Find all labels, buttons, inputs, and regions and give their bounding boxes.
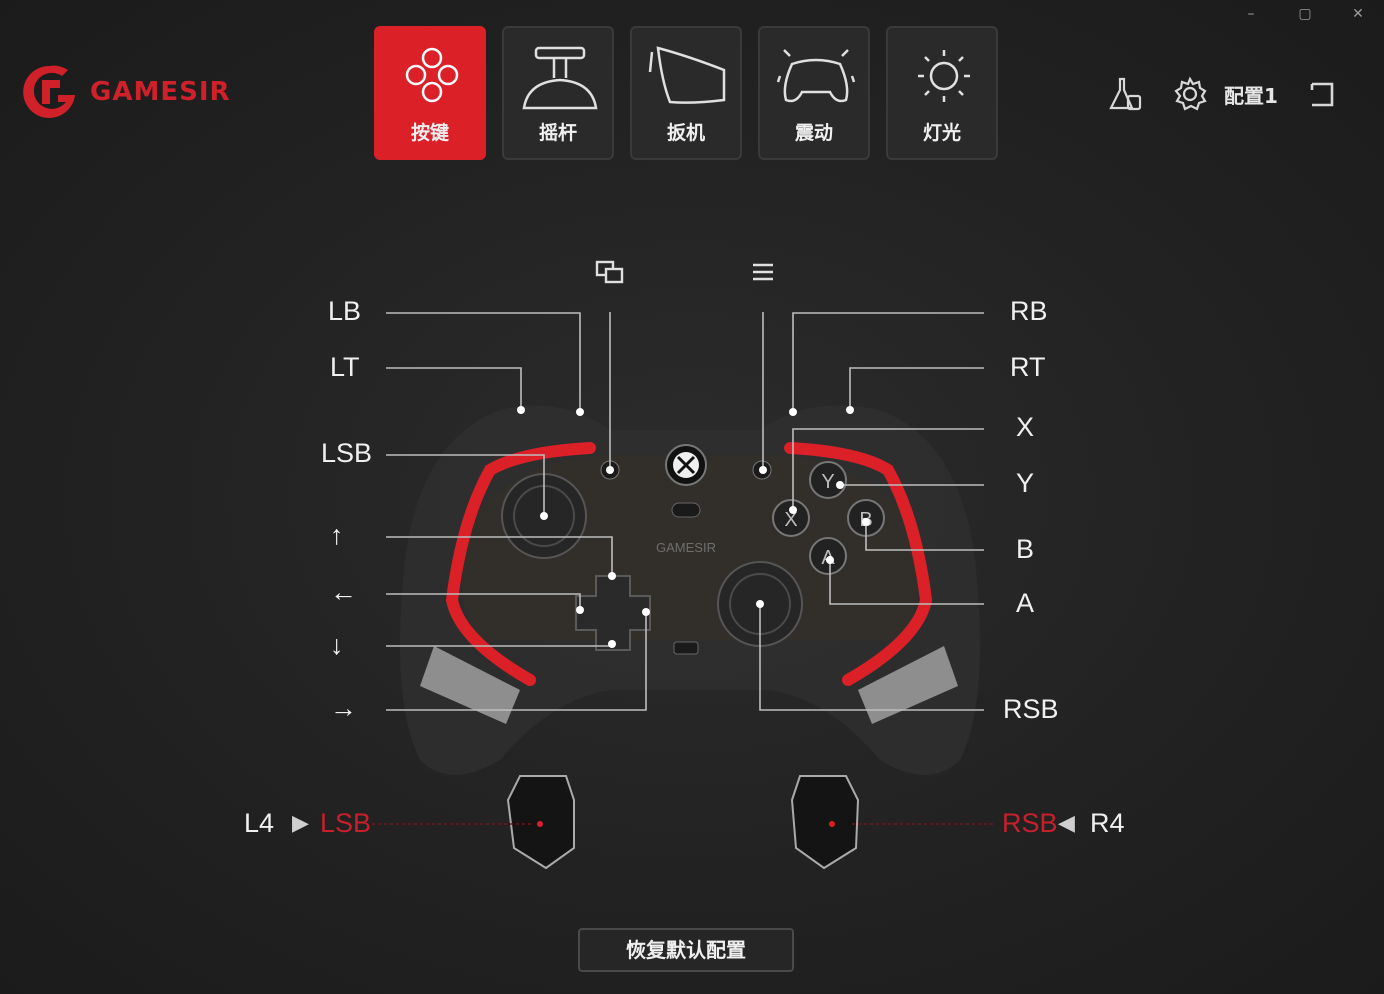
light-icon xyxy=(918,50,970,102)
tab-joystick[interactable]: 摇杆 xyxy=(502,26,614,160)
tab-buttons[interactable]: 按键 xyxy=(374,26,486,160)
anchor-dots xyxy=(517,406,870,648)
tab-label: 按键 xyxy=(410,122,449,144)
label-y: Y xyxy=(1016,468,1035,498)
tab-trigger[interactable]: 扳机 xyxy=(630,26,742,160)
label-b: B xyxy=(1016,534,1035,564)
label-lsb: LSB xyxy=(321,438,373,468)
button-x[interactable] xyxy=(772,499,810,537)
label-dpad-right: → xyxy=(330,693,357,723)
right-grip-pad xyxy=(858,646,958,724)
trigger-icon xyxy=(648,46,726,104)
brand-name: GAMESIR xyxy=(90,77,231,107)
return-icon[interactable] xyxy=(1308,80,1338,114)
reset-default-button[interactable]: 恢复默认配置 xyxy=(578,928,794,972)
view-icon xyxy=(594,259,626,289)
tab-light[interactable]: 灯光 xyxy=(886,26,998,160)
tab-label: 震动 xyxy=(794,122,833,144)
label-dpad-left: ← xyxy=(330,577,357,607)
label-a: A xyxy=(1016,588,1035,618)
vibration-icon xyxy=(776,49,856,103)
gamesir-logo-icon xyxy=(23,65,76,118)
label-l4: L4 xyxy=(244,808,275,838)
label-r4: R4 xyxy=(1090,808,1125,838)
r4-paddle[interactable] xyxy=(790,775,860,870)
joystick-icon xyxy=(522,46,598,110)
l4-mapping[interactable]: LSB xyxy=(320,808,372,838)
buttons-icon xyxy=(405,47,459,103)
body-logo: GAMESIR xyxy=(656,540,716,555)
label-dpad-up: ↑ xyxy=(330,520,344,550)
play-right-icon: ▶ xyxy=(292,810,309,835)
button-x-label: X xyxy=(784,509,797,531)
face-buttons: Y X B A xyxy=(772,461,885,575)
label-x: X xyxy=(1016,412,1035,442)
gear-icon[interactable] xyxy=(1172,76,1208,116)
tab-vibration[interactable]: 震动 xyxy=(758,26,870,160)
profile-name[interactable]: 配置1 xyxy=(1224,84,1278,108)
label-rt: RT xyxy=(1010,352,1046,382)
center-button[interactable] xyxy=(673,641,699,655)
flask-icon[interactable] xyxy=(1108,76,1142,116)
share-button[interactable] xyxy=(671,502,701,518)
button-y-label: Y xyxy=(821,471,834,493)
label-rsb: RSB xyxy=(1003,694,1059,724)
leader-lines xyxy=(386,312,984,711)
button-a[interactable] xyxy=(809,537,847,575)
label-lb: LB xyxy=(328,296,362,326)
left-grip-accent xyxy=(445,442,596,686)
dpad[interactable] xyxy=(575,575,651,651)
label-rb: RB xyxy=(1010,296,1048,326)
left-grip-pad xyxy=(420,646,520,724)
label-dpad-down: ↓ xyxy=(330,630,344,660)
tab-label: 灯光 xyxy=(922,122,961,144)
gamesir-logo: GAMESIR xyxy=(20,62,231,122)
maximize-button[interactable]: ▢ xyxy=(1298,6,1312,22)
label-lt: LT xyxy=(330,352,360,382)
minimize-button[interactable]: – xyxy=(1247,6,1255,22)
close-button[interactable]: ✕ xyxy=(1352,6,1364,22)
button-y[interactable] xyxy=(809,461,847,499)
tab-label: 扳机 xyxy=(666,122,705,144)
menu-icon xyxy=(750,260,776,288)
r4-mapping[interactable]: RSB xyxy=(1002,808,1058,838)
tab-label: 摇杆 xyxy=(538,122,577,144)
play-left-icon: ◀ xyxy=(1058,810,1075,835)
right-grip-accent xyxy=(784,442,933,686)
xbox-button[interactable] xyxy=(665,444,707,486)
